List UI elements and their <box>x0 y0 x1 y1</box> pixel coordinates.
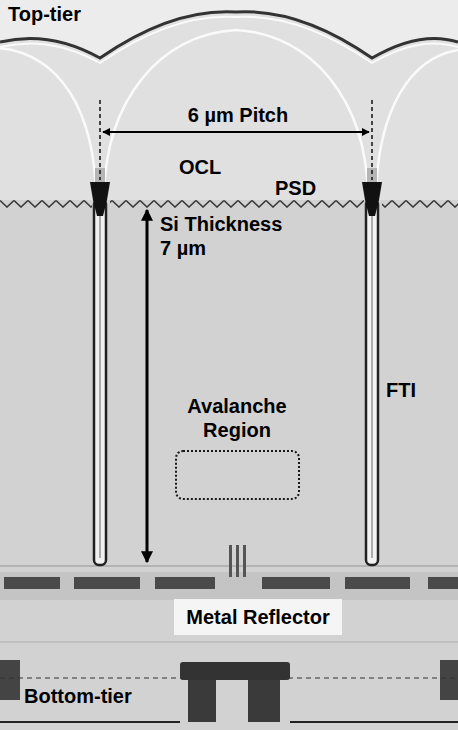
ocl-dome <box>104 30 368 195</box>
part-label: FTI <box>386 378 416 402</box>
fti-trench <box>366 200 378 565</box>
bottom-metal <box>440 660 458 700</box>
via-pillar <box>248 680 280 722</box>
tier-label: Top-tier <box>8 2 81 26</box>
metal-segment <box>345 577 410 589</box>
bottom-wire <box>290 721 458 723</box>
contact <box>229 545 232 577</box>
psd-texture <box>0 200 92 208</box>
node-label: Metal Reflector <box>186 605 329 629</box>
bottom-wire <box>0 721 180 723</box>
layer-boundary <box>0 641 458 643</box>
tier-label: Bottom-tier <box>24 684 132 708</box>
metal-layer <box>0 545 458 600</box>
fti-core <box>372 212 373 558</box>
psd-texture <box>110 200 364 208</box>
part-label: PSD <box>275 176 316 200</box>
pitch-arrow <box>103 131 369 133</box>
metal-segment <box>74 577 140 589</box>
metal-segment <box>428 577 458 589</box>
ocl-dome <box>376 50 458 195</box>
reflector-label-box: Metal Reflector <box>174 599 341 635</box>
fti-core <box>100 212 101 558</box>
fti-trench <box>94 200 106 565</box>
bottom-metal <box>0 660 20 700</box>
fti-cap <box>362 182 382 216</box>
via-pillar <box>188 680 216 722</box>
pitch-guide <box>371 100 373 180</box>
pitch-guide <box>99 100 101 180</box>
dimension-label: Si Thickness 7 µm <box>160 212 290 260</box>
psd-texture <box>382 200 458 208</box>
thickness-arrow <box>146 210 149 562</box>
dimension-label: 6 µm Pitch <box>188 103 288 127</box>
bottom-tier <box>0 660 458 722</box>
fti-cap <box>90 182 110 216</box>
ocl-dome <box>0 48 96 195</box>
node-label: Avalanche Region <box>172 394 302 442</box>
fti-trench <box>90 168 382 565</box>
avalanche-region: Avalanche Region <box>175 450 300 500</box>
part-label: OCL <box>179 155 221 179</box>
metal-segment <box>4 577 60 589</box>
metal-segment <box>155 577 215 589</box>
metal-segment <box>262 577 330 589</box>
bond-pad <box>180 662 290 680</box>
contact <box>243 545 246 577</box>
contact <box>236 545 239 577</box>
ocl-layer <box>0 0 458 200</box>
